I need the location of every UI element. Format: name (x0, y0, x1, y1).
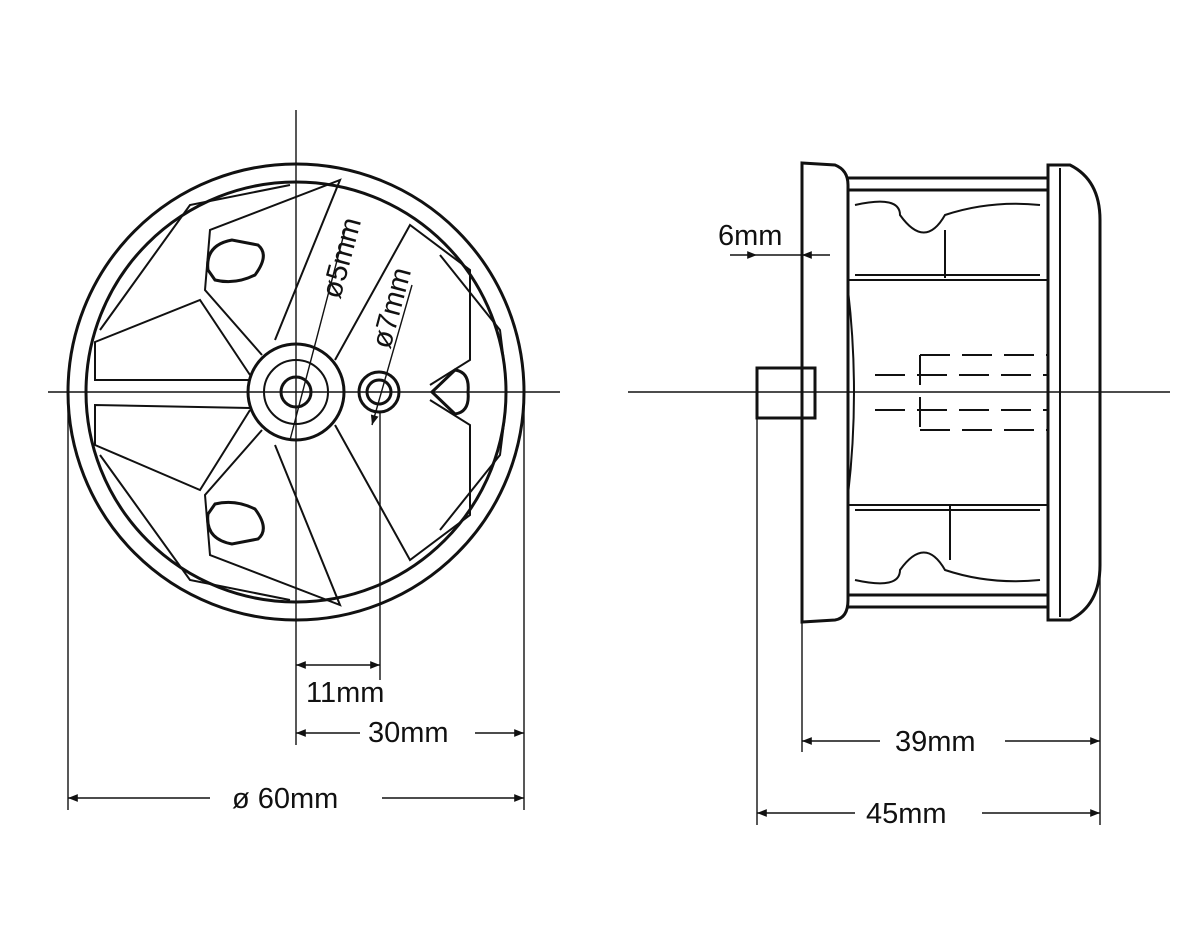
front-view: ø5mm ø7mm 11mm 30mm ø 60mm (48, 110, 560, 815)
label-diameter: ø 60mm (232, 783, 338, 815)
hole-5mm (279, 375, 313, 409)
front-flange (800, 161, 850, 624)
inner-rim (84, 180, 508, 604)
label-body-length: 39mm (895, 726, 976, 758)
label-total-length: 45mm (866, 798, 947, 830)
side-view: 6mm 39mm 45mm (628, 161, 1170, 830)
leader-7mm (370, 284, 413, 426)
lock-slots (206, 238, 470, 546)
leader-5mm (289, 229, 346, 441)
spokes (94, 178, 506, 607)
label-hole-spacing: 11mm (306, 677, 384, 709)
label-radius: 30mm (368, 717, 449, 749)
stub (755, 366, 817, 420)
label-flange-offset: 6mm (718, 220, 782, 252)
hub (246, 342, 401, 442)
hole-7mm (365, 378, 393, 406)
label-hole-small: ø5mm (316, 214, 368, 302)
label-hole-large: ø7mm (366, 264, 418, 352)
